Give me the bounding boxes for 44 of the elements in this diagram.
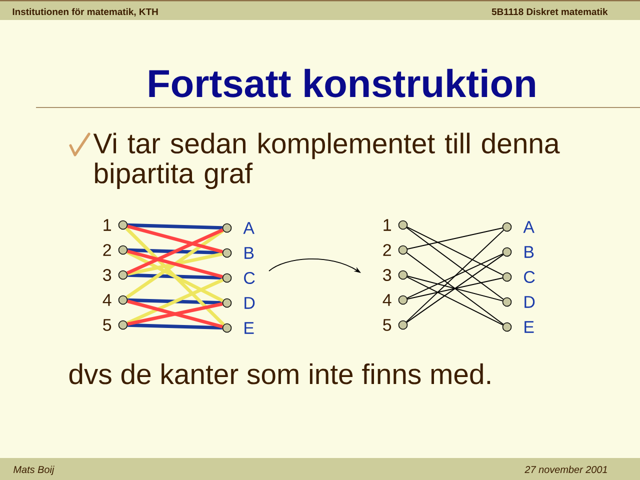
vertex-label: D — [244, 297, 255, 309]
graph-edge — [406, 276, 504, 326]
graph-edge — [127, 224, 223, 254]
graph-edge — [406, 253, 504, 299]
vertex-label: B — [524, 246, 534, 258]
vertex-label: C — [524, 271, 535, 283]
vertex-label: C — [244, 272, 255, 284]
footer-text: Mats Boij — [14, 466, 54, 476]
vertex-label: D — [524, 296, 535, 308]
graph-edge — [126, 229, 224, 299]
graph-edge — [407, 228, 503, 250]
vertex-label: 5 — [383, 319, 392, 331]
graph-edge — [406, 227, 504, 300]
graph-edge — [125, 227, 225, 326]
vertex-label: 1 — [104, 219, 111, 231]
vertex-label: 1 — [384, 219, 391, 231]
vertex-label: 3 — [383, 269, 392, 281]
graph-edge — [406, 226, 504, 276]
graph-edge — [128, 248, 222, 255]
graph-edge — [128, 273, 222, 280]
bullet-text: Vi tar sedan komplementet till denna bipartita graf — [93, 132, 560, 190]
body-text: dvs de kanter som inte finns med. — [69, 363, 490, 384]
graph-edge — [126, 228, 224, 275]
vertex-label: E — [524, 321, 534, 333]
graph-edge — [126, 278, 224, 325]
header-text: Institutionen för matematik, KTH — [12, 8, 158, 16]
graph-edge — [128, 298, 222, 305]
graph-edge — [406, 230, 504, 322]
vertex-label: 3 — [103, 269, 112, 281]
vertex-label: A — [523, 221, 534, 233]
footer-text: 27 november 2001 — [524, 466, 607, 474]
vertex-label: 2 — [383, 244, 391, 256]
vertex-label: 4 — [102, 294, 112, 306]
vertex-label: 2 — [103, 244, 111, 256]
vertex-label: 4 — [382, 294, 392, 306]
vertex-label: 5 — [103, 319, 112, 331]
vertex-label: E — [244, 322, 254, 334]
vertex-label: A — [243, 222, 254, 234]
graph-edge — [128, 323, 222, 330]
graph-edge — [126, 250, 224, 302]
slide-title: Fortsatt konstruktion — [149, 68, 535, 98]
vertex-label: B — [244, 247, 254, 259]
header-text: 5B1118 Diskret matematik — [492, 8, 608, 16]
graph-edge — [128, 223, 222, 230]
